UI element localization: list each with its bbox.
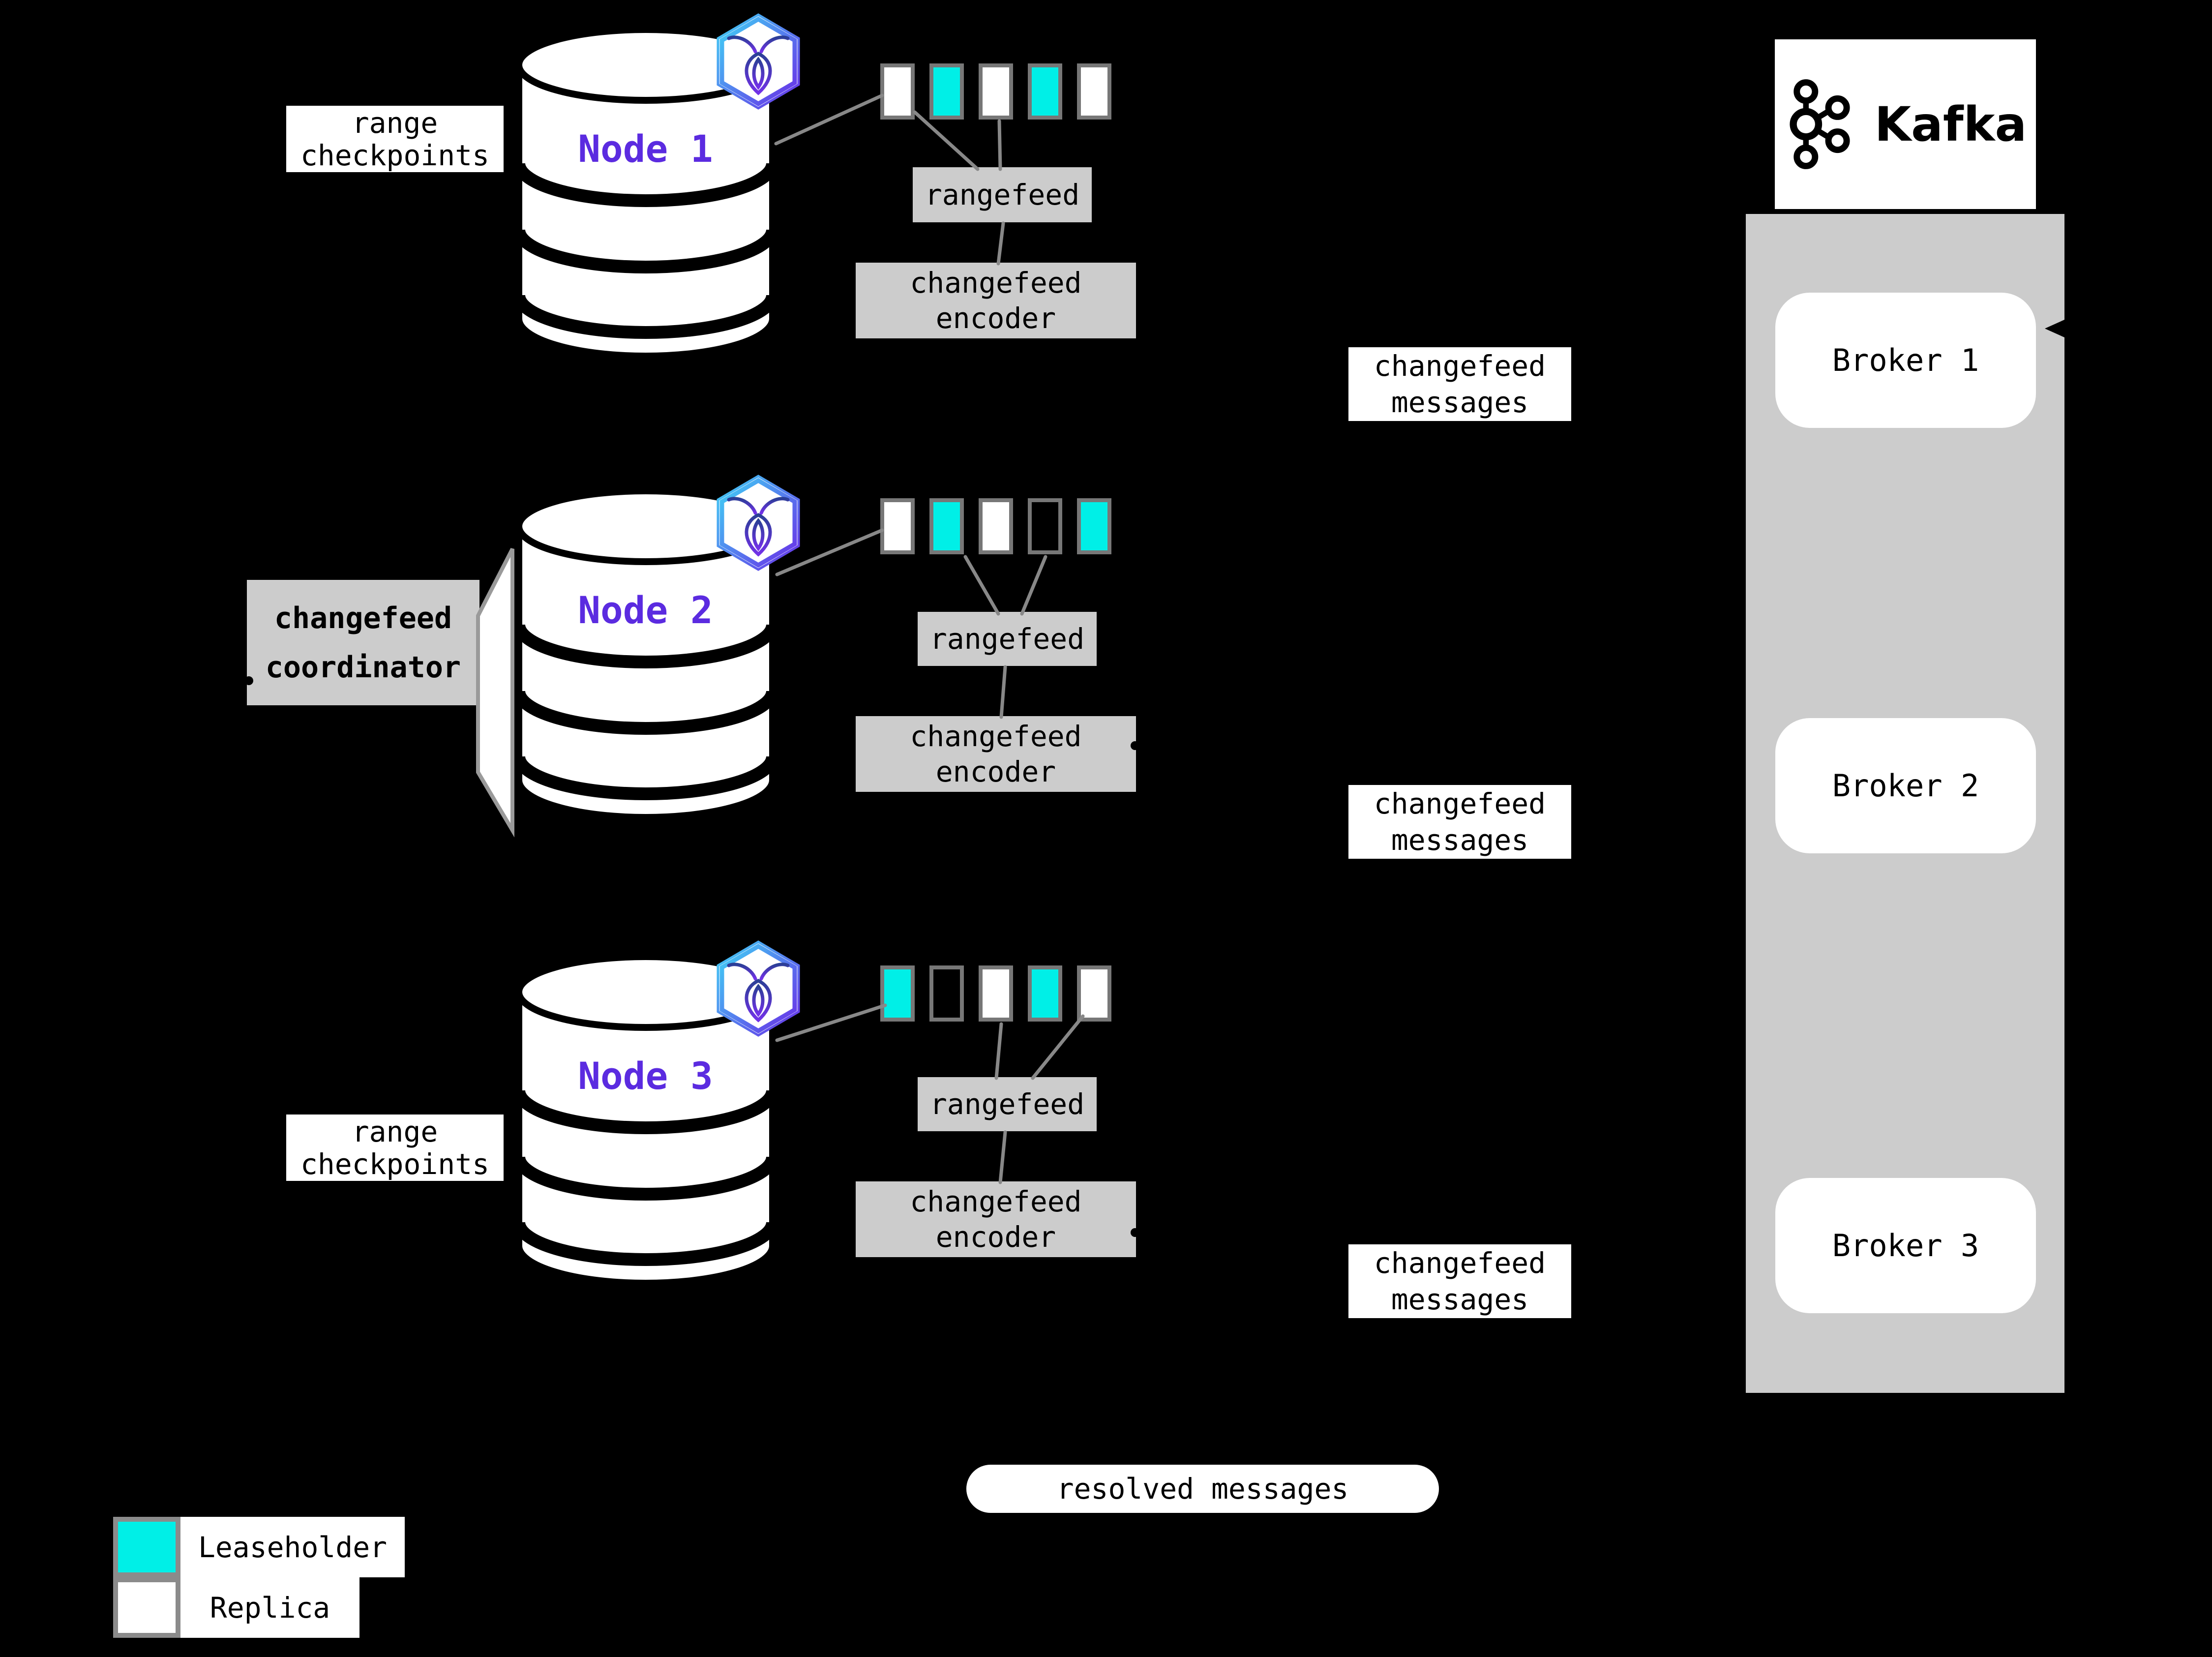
kafka-wordmark: Kafka	[1874, 96, 2027, 152]
range-rect	[1028, 498, 1062, 554]
cockroachdb-icon	[717, 940, 800, 1037]
legend-replica-label: Replica	[180, 1577, 359, 1638]
kafka-logo-box: Kafka	[1775, 39, 2036, 209]
rangefeed-box-node1: rangefeed	[913, 167, 1092, 222]
connector-line	[996, 221, 1005, 266]
rangefeed-box-node3: rangefeed	[918, 1077, 1097, 1131]
range-rect	[929, 965, 964, 1022]
range-rect	[1077, 498, 1111, 554]
range-rect	[979, 498, 1013, 554]
node2-label: Node 2	[578, 588, 713, 632]
range-rect	[1077, 965, 1111, 1022]
node1-database-cylinder	[515, 26, 776, 360]
node3-database-cylinder	[515, 953, 776, 1287]
legend-replica-swatch	[113, 1577, 180, 1638]
connector-line	[913, 110, 980, 171]
range-rect	[880, 63, 915, 120]
node3-label: Node 3	[578, 1054, 713, 1098]
node1-label: Node 1	[578, 127, 713, 171]
rangefeed-box-node2: rangefeed	[918, 612, 1097, 666]
range-rect	[979, 63, 1013, 120]
range-rect	[1028, 63, 1062, 120]
range-rect	[979, 965, 1013, 1022]
connector-line	[994, 1022, 1003, 1080]
range-rect	[1077, 63, 1111, 120]
range-rect	[880, 498, 915, 554]
cockroachdb-icon	[717, 13, 800, 110]
connector-line	[1031, 1014, 1085, 1080]
kafka-logo-icon	[1790, 79, 1850, 169]
broker-box-3: Broker 3	[1775, 1178, 2036, 1313]
changefeed-messages-label-2: changefeed messages	[1348, 785, 1571, 859]
range-rect	[929, 498, 964, 554]
changefeed-coordinator-label: changefeed coordinator	[247, 580, 479, 705]
changefeed-messages-label-1: changefeed messages	[1348, 347, 1571, 421]
changefeed-encoder-box-node2: changefeed encoder	[856, 716, 1136, 792]
connector-line	[1020, 555, 1047, 616]
range-checkpoints-label-node1: range checkpoints	[286, 106, 504, 172]
legend-leaseholder-label: Leaseholder	[180, 1517, 405, 1577]
range-rect	[929, 63, 964, 120]
connector-line	[997, 119, 1002, 171]
range-rect	[880, 965, 915, 1022]
coordinator-flag-shape	[476, 548, 514, 838]
connector-line	[999, 665, 1007, 719]
resolved-messages-pill: resolved messages	[966, 1465, 1439, 1513]
cockroachdb-icon	[717, 475, 800, 571]
broker-box-1: Broker 1	[1775, 293, 2036, 428]
range-rect	[1028, 965, 1062, 1022]
connector-line	[998, 1130, 1007, 1184]
changefeed-messages-label-3: changefeed messages	[1348, 1244, 1571, 1318]
connector-line	[963, 555, 1000, 616]
changefeed-encoder-box-node3: changefeed encoder	[856, 1181, 1136, 1257]
range-checkpoints-label-node3: range checkpoints	[286, 1115, 504, 1181]
legend-leaseholder-swatch	[113, 1517, 180, 1577]
changefeed-encoder-box-node1: changefeed encoder	[856, 263, 1136, 338]
broker-box-2: Broker 2	[1775, 718, 2036, 853]
